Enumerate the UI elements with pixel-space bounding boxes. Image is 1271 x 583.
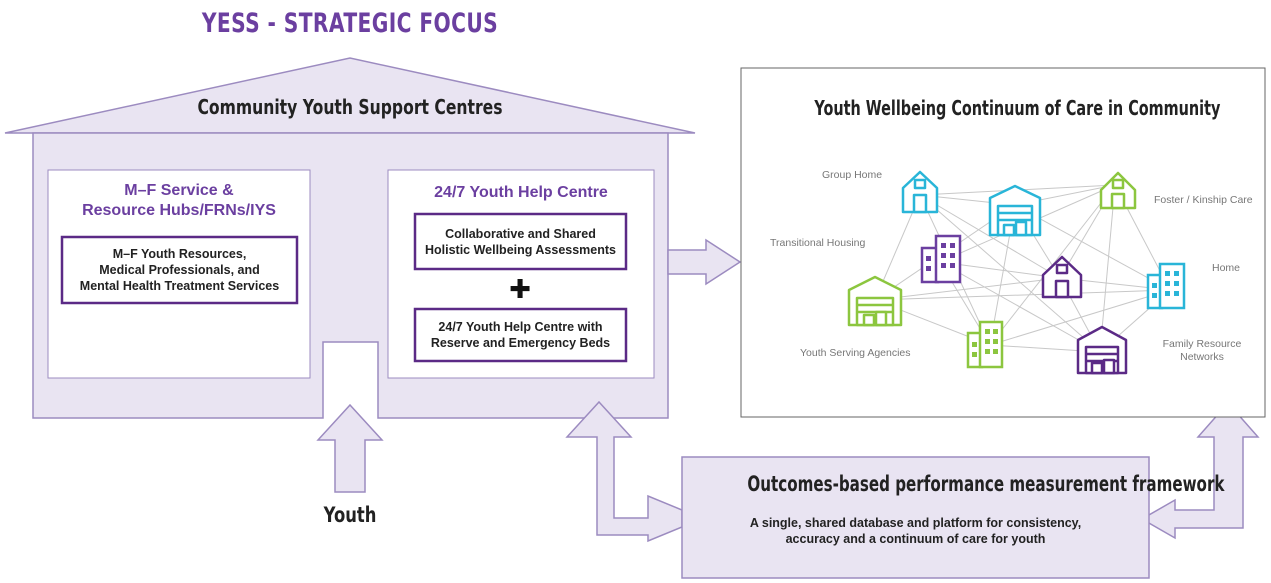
outcomes-line-1: A single, shared database and platform f… [749, 516, 1082, 530]
family-resource-icon [1076, 325, 1128, 375]
foster-label: Foster / Kinship Care [1154, 194, 1253, 206]
outcomes-line-2: accuracy and a continuum of care for you… [785, 532, 1046, 546]
group-home-label: Group Home [822, 169, 883, 181]
home-center-icon [1041, 255, 1083, 299]
foster-home-icon [1099, 171, 1137, 210]
beds-line-2: Reserve and Emergency Beds [430, 336, 611, 350]
page-title: YESS - STRATEGIC FOCUS [201, 8, 499, 39]
youth-arrow [316, 403, 384, 493]
left-resources-box [60, 235, 299, 305]
arrow-to-continuum [667, 238, 742, 286]
beds-line-1: 24/7 Youth Help Centre with [438, 320, 603, 334]
agencies-label: Youth Serving Agencies [800, 347, 911, 359]
plus-icon: ✚ [509, 275, 531, 305]
house-label: Community Youth Support Centres [197, 95, 503, 119]
assessments-line-2: Holistic Wellbeing Assessments [424, 243, 617, 257]
youth-label: Youth [323, 503, 377, 527]
outcomes-connector-right [1140, 401, 1260, 540]
frn-label-2: Networks [1180, 351, 1224, 363]
group-home-icon [901, 170, 939, 214]
frn-label-1: Family Resource [1162, 338, 1242, 350]
transitional-label: Transitional Housing [770, 237, 866, 249]
outcomes-title: Outcomes-based performance measurement f… [747, 472, 1225, 496]
assessments-box [413, 212, 628, 271]
assessments-line-1: Collaborative and Shared [445, 227, 596, 241]
youth-agencies-icon [847, 275, 903, 327]
left-box-line-1: M–F Youth Resources, [112, 247, 247, 261]
outcomes-box [681, 456, 1150, 579]
right-panel-title: 24/7 Youth Help Centre [434, 184, 608, 201]
left-box-line-3: Mental Health Treatment Services [79, 279, 280, 293]
outcomes-connector-left [565, 400, 683, 543]
left-panel-title-1: M–F Service & [124, 182, 234, 199]
transitional-housing-icon [920, 234, 962, 284]
green-building-icon [966, 320, 1004, 369]
warehouse-cyan-icon [988, 184, 1042, 237]
home-building-icon [1146, 262, 1186, 310]
help-centre-beds-box [413, 307, 628, 363]
continuum-title: Youth Wellbeing Continuum of Care in Com… [814, 96, 1221, 120]
left-panel-title-2: Resource Hubs/FRNs/IYS [82, 202, 276, 219]
home-label: Home [1212, 262, 1241, 274]
left-box-line-2: Medical Professionals, and [99, 263, 260, 277]
